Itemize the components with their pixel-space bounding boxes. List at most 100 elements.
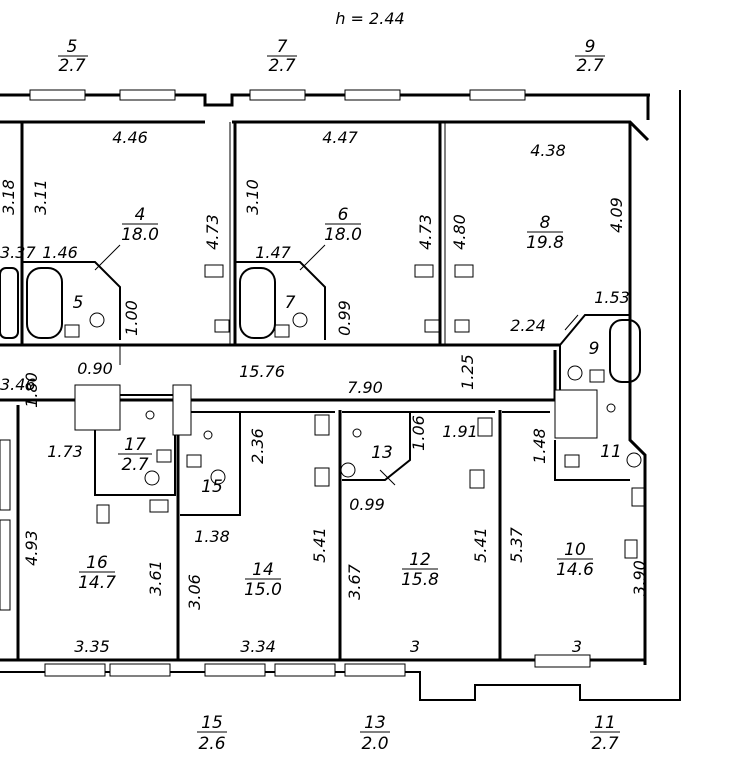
- dim-1.48: 1.48: [530, 428, 549, 464]
- toilet-9: [567, 365, 583, 381]
- dim-3.35: 3: [410, 637, 420, 656]
- bottom-exterior-wall: [0, 671, 655, 701]
- room-label-14: 14 15.0: [244, 560, 282, 600]
- window-top-1: [29, 89, 86, 101]
- svg-text:2.7: 2.7: [591, 734, 618, 754]
- window-label-9: 9 2.7: [575, 37, 605, 76]
- window-bottom-4: [274, 663, 336, 677]
- svg-text:2.0: 2.0: [361, 734, 388, 754]
- dim-1.73: 1.73: [47, 442, 83, 461]
- dim-3-partial-b: 3.37: [0, 243, 36, 262]
- windows: [29, 89, 591, 677]
- labels: h = 2.44 5 2.7 7 2.7 9 2.7 15 2.6 13 2.0: [0, 9, 649, 754]
- shaft-right: [554, 389, 598, 439]
- dim-4.46: 4.46: [112, 128, 148, 147]
- svg-text:11: 11: [594, 713, 616, 733]
- sink-9: [589, 369, 605, 383]
- toilet-11: [626, 452, 642, 468]
- stove-12b: [477, 417, 493, 437]
- room-num-5: 5: [73, 293, 84, 313]
- room-label-8: 8 19.8: [526, 213, 564, 253]
- dim-1.53: 1.53: [594, 288, 630, 307]
- sink-10: [631, 487, 647, 507]
- top-partitions-inner: [229, 122, 446, 345]
- room-label-17: 17 2.7: [118, 435, 152, 475]
- toilet-13: [340, 462, 356, 478]
- sink-11: [564, 454, 580, 468]
- light-13: [352, 428, 362, 438]
- dim-0.90: 0.90: [77, 359, 113, 378]
- stove-15: [149, 499, 169, 513]
- room-num-9: 9: [589, 339, 600, 359]
- dim-4.38: 4.38: [530, 141, 566, 160]
- toilet-17: [144, 470, 160, 486]
- dim-1.06: 1.06: [409, 415, 428, 451]
- svg-text:14.7: 14.7: [78, 573, 116, 593]
- fixtures: [0, 244, 647, 611]
- dim-2.24: 2.24: [510, 316, 546, 335]
- svg-text:10: 10: [564, 540, 586, 560]
- sink-17: [156, 449, 172, 463]
- svg-text:17: 17: [124, 435, 146, 455]
- dim-1.91: 1.91: [442, 422, 478, 441]
- dim-2.36: 2.36: [248, 428, 267, 464]
- sink-5: [64, 324, 80, 338]
- svg-text:2.7: 2.7: [576, 56, 603, 76]
- stove-14: [314, 414, 330, 436]
- right-outer-line: [655, 90, 681, 701]
- dim-5.41-b: 5.41: [471, 527, 490, 563]
- dim-0.99-a: 0.99: [335, 300, 354, 336]
- dim-3.61: 3.61: [146, 560, 165, 596]
- dim-1.25: 1.25: [458, 354, 477, 390]
- room-num-13: 13: [371, 443, 393, 463]
- dim-4.73-b: 4.73: [416, 214, 435, 250]
- bath-13-wall: [342, 412, 411, 481]
- dim-7.90: 7.90: [347, 378, 383, 397]
- room-17-wall: [94, 390, 176, 496]
- window-top-4: [344, 89, 401, 101]
- svg-text:14: 14: [252, 560, 274, 580]
- dim-3.90: 3.90: [630, 560, 649, 596]
- sink-6: [214, 319, 230, 333]
- room-label-10: 10 14.6: [556, 540, 594, 580]
- dim-3.11: 3.11: [31, 179, 50, 215]
- window-label-7: 7 2.7: [267, 37, 297, 76]
- svg-text:18.0: 18.0: [121, 225, 159, 245]
- shaft-left: [74, 384, 121, 431]
- bath-5-wall: [22, 261, 121, 340]
- svg-text:9: 9: [585, 37, 596, 57]
- light-11: [606, 403, 616, 413]
- light-15: [203, 430, 213, 440]
- sink-8a: [424, 319, 440, 333]
- dim-3.67: 3.67: [345, 563, 364, 599]
- svg-text:2.6: 2.6: [198, 734, 225, 754]
- bath-15-wall: [180, 412, 241, 516]
- dim-0.99-b: 0.99: [349, 495, 385, 514]
- dim-15.76: 15.76: [239, 362, 285, 381]
- svg-text:8: 8: [540, 213, 551, 233]
- shaft-mid: [172, 384, 192, 436]
- window-top-5: [469, 89, 526, 101]
- window-label-15: 15 2.6: [197, 713, 227, 754]
- svg-text:4: 4: [135, 205, 146, 225]
- window-bottom-1: [44, 663, 106, 677]
- dim-4.73-a: 4.73: [203, 214, 222, 250]
- svg-text:6: 6: [338, 205, 349, 225]
- room-label-16: 16 14.7: [78, 553, 116, 593]
- dim-4.93: 4.93: [22, 530, 41, 566]
- svg-text:16: 16: [86, 553, 108, 573]
- top-exterior-wall: [0, 93, 650, 107]
- walls: [0, 90, 681, 701]
- stove-4: [204, 264, 224, 278]
- svg-text:15: 15: [201, 713, 223, 733]
- dim-1.80: 1.80: [22, 372, 41, 408]
- room-label-4: 4 18.0: [121, 205, 159, 245]
- svg-text:5: 5: [67, 37, 78, 57]
- dim-4.80: 4.80: [450, 214, 469, 250]
- room-label-12: 12 15.8: [401, 550, 439, 590]
- dim-3.18: 3.18: [0, 179, 18, 215]
- door-marks: [94, 244, 579, 486]
- ceiling-height: h = 2.44: [335, 9, 404, 28]
- bath-9-wall: [559, 314, 630, 395]
